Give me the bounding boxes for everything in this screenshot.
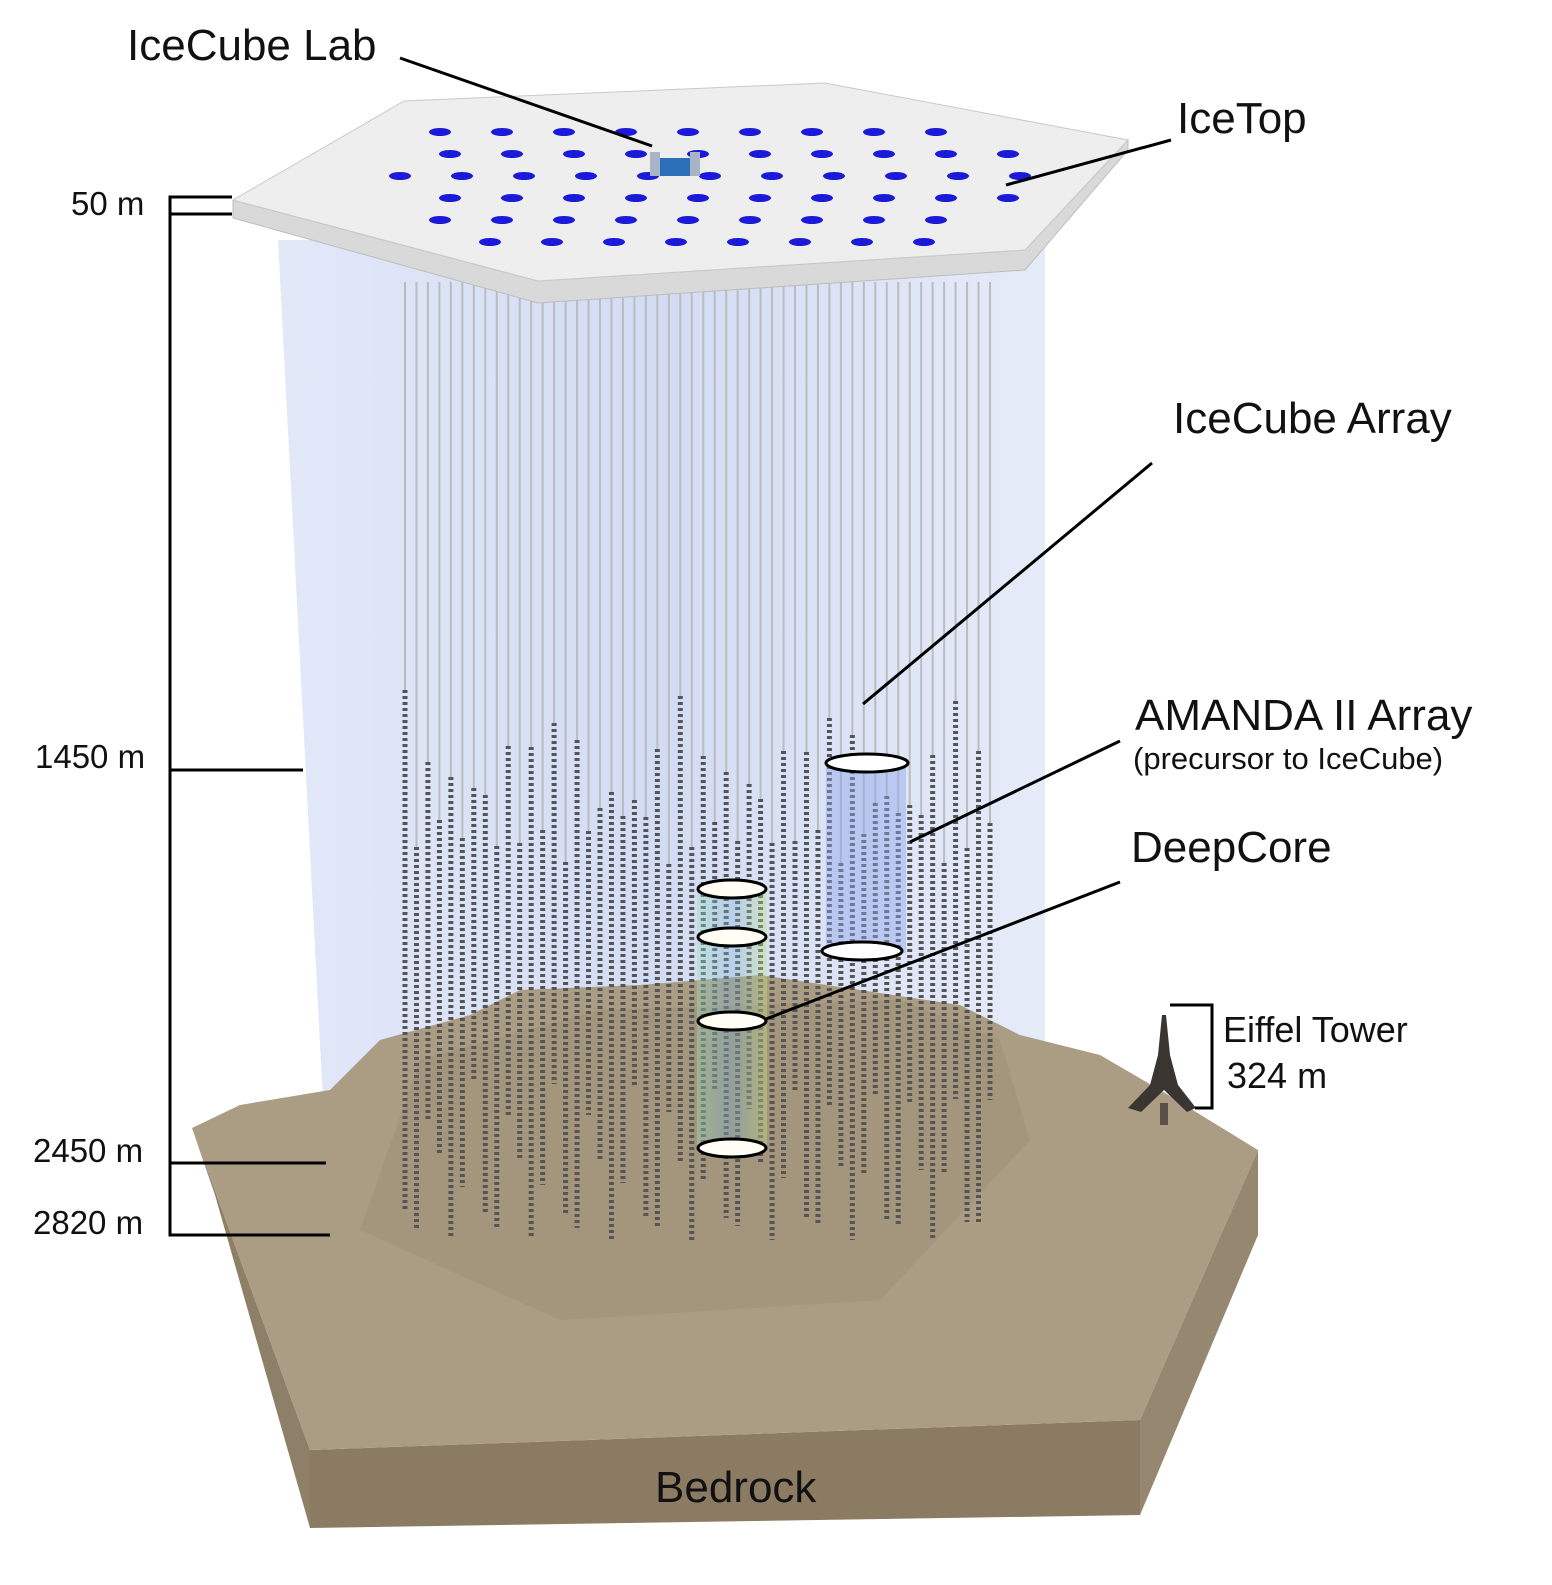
- icetop-tank: [553, 128, 575, 136]
- icetop-tank: [749, 150, 771, 158]
- icetop-tank: [873, 150, 895, 158]
- icetop-tank: [885, 172, 907, 180]
- icetop-tank: [603, 238, 625, 246]
- icetop-tank: [389, 172, 411, 180]
- eiffel-tower-icon: [1128, 1015, 1196, 1125]
- icetop-tank: [823, 172, 845, 180]
- depth-label-2450: 2450 m: [33, 1132, 144, 1169]
- icetop-tank: [727, 238, 749, 246]
- eiffel-bracket: [1170, 1003, 1214, 1110]
- label-eiffel-height: 324 m: [1227, 1055, 1328, 1096]
- icetop-tank: [925, 128, 947, 136]
- icetop-tank: [501, 150, 523, 158]
- icetop-tank: [997, 194, 1019, 202]
- icetop-tank: [541, 238, 563, 246]
- amanda-cylinder: [826, 763, 906, 953]
- label-icetop: IceTop: [1177, 94, 1307, 143]
- icetop-tank: [429, 216, 451, 224]
- icetop-tank: [947, 172, 969, 180]
- icetop-tank: [665, 238, 687, 246]
- icetop-tank: [575, 172, 597, 180]
- icetop-tank: [439, 150, 461, 158]
- icetop-tank: [513, 172, 535, 180]
- bedrock-right-side: [1140, 1150, 1258, 1515]
- deepcore-ring: [696, 1010, 768, 1032]
- icetop-tank: [563, 194, 585, 202]
- icetop-tank: [811, 194, 833, 202]
- leader-lines: [399, 56, 1172, 1021]
- leader-line-icetop: [1005, 138, 1172, 187]
- icecube-lab-building: [650, 152, 700, 176]
- icetop-tank: [997, 150, 1019, 158]
- icetop-tank: [749, 194, 771, 202]
- label-deepcore: DeepCore: [1131, 823, 1332, 872]
- label-icecube-lab: IceCube Lab: [127, 21, 377, 70]
- deepcore-ring: [696, 926, 768, 948]
- label-amanda: AMANDA II Array: [1135, 691, 1473, 740]
- depth-label-1450: 1450 m: [35, 738, 146, 775]
- deepcore-ring: [696, 878, 768, 900]
- leader-line-amanda: [909, 739, 1121, 844]
- icetop-tank: [789, 238, 811, 246]
- icetop-tank: [625, 194, 647, 202]
- leader-line-lab: [399, 56, 653, 148]
- icetop-tank: [739, 216, 761, 224]
- surface-slab-top: [231, 82, 1129, 282]
- icetop-surface: [231, 82, 1129, 304]
- icetop-tank: [811, 150, 833, 158]
- icetop-tank: [801, 216, 823, 224]
- icetop-tank: [625, 150, 647, 158]
- depth-scale: [168, 195, 1214, 1237]
- icetop-tank: [863, 216, 885, 224]
- amanda-rings: [820, 752, 910, 962]
- leader-line-array: [862, 461, 1153, 706]
- icetop-tank: [491, 216, 513, 224]
- icetop-tank: [491, 128, 513, 136]
- icetop-tank: [479, 238, 501, 246]
- icecube-strings: [402, 282, 993, 1240]
- icetop-tank: [615, 216, 637, 224]
- icetop-tank: [801, 128, 823, 136]
- amanda-ring: [824, 752, 910, 774]
- icetop-tank: [439, 194, 461, 202]
- icetop-tank: [699, 172, 721, 180]
- label-eiffel-tower: Eiffel Tower: [1223, 1009, 1408, 1050]
- label-icecube-array: IceCube Array: [1173, 394, 1452, 443]
- icetop-tank: [873, 194, 895, 202]
- depth-bracket-main: [168, 195, 330, 1237]
- icetop-tank: [935, 194, 957, 202]
- icetop-tank: [761, 172, 783, 180]
- depth-label-2820: 2820 m: [33, 1204, 144, 1241]
- icetop-tank: [677, 216, 699, 224]
- icetop-tank: [553, 216, 575, 224]
- icetop-tank: [687, 194, 709, 202]
- icetop-tank: [739, 128, 761, 136]
- icetop-tank: [851, 238, 873, 246]
- depth-label-50: 50 m: [71, 185, 145, 222]
- icetop-tank: [1009, 172, 1031, 180]
- icetop-tank: [913, 238, 935, 246]
- icetop-tank: [501, 194, 523, 202]
- leader-line-deepcore: [765, 880, 1121, 1021]
- icetop-tank: [451, 172, 473, 180]
- label-bedrock: Bedrock: [655, 1463, 817, 1512]
- amanda-ring: [820, 940, 904, 962]
- deepcore-ring: [696, 1137, 768, 1159]
- icetop-tank: [429, 128, 451, 136]
- icetop-tank: [563, 150, 585, 158]
- label-amanda-subtitle: (precursor to IceCube): [1133, 741, 1444, 776]
- icetop-tank: [677, 128, 699, 136]
- bedrock-front-side: [310, 1420, 1140, 1528]
- deepcore-rings: [696, 878, 768, 1159]
- icetop-tank: [935, 150, 957, 158]
- icetop-tank: [863, 128, 885, 136]
- icetop-tank: [925, 216, 947, 224]
